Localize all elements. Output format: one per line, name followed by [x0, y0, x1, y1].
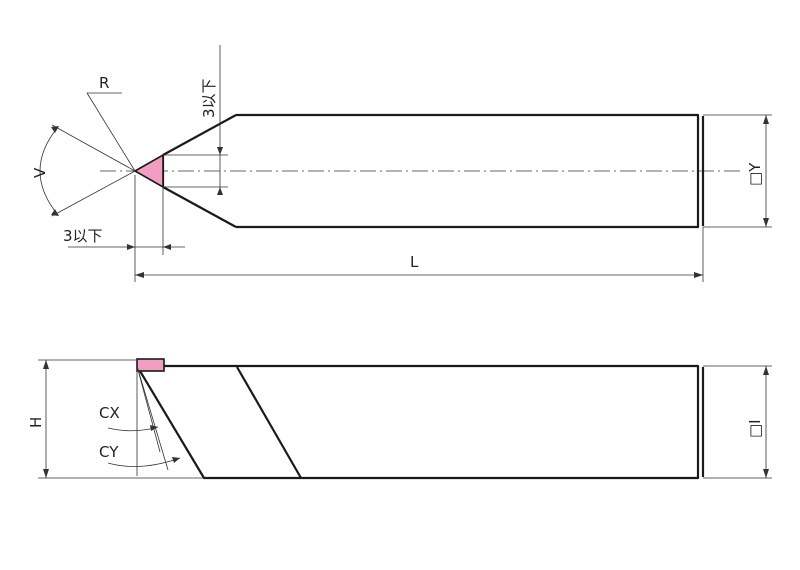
top-tip-insert: [133, 153, 164, 189]
i-dim-arrow-upper: [763, 366, 769, 375]
l-dim-label: L: [410, 253, 419, 271]
v-angle-arc: [39, 126, 59, 216]
cy-angle-arc: [107, 457, 181, 467]
h-dim-arrow-lower: [43, 469, 49, 478]
r-label: R: [99, 74, 109, 92]
top-view: 3以下 R V 3以下 L □Y: [31, 45, 772, 282]
y-dim-label: □Y: [746, 162, 764, 186]
left-dim-label: 3以下: [63, 227, 103, 245]
l-dim-arrow-left: [135, 272, 144, 278]
y-dim-arrow-upper: [763, 115, 769, 124]
r-leader-diagonal: [86, 92, 136, 172]
side-spiral-edge: [236, 366, 302, 479]
cy-label: CY: [99, 443, 119, 461]
left-dim-arrow-a: [127, 244, 135, 250]
v-arc-arrow-upper: [51, 126, 59, 133]
h-dim-arrow-upper: [43, 360, 49, 369]
v-leg-lower: [51, 170, 136, 217]
cx-angle-leg: [136, 365, 161, 453]
top-dim-arrow-upper: [217, 147, 223, 155]
side-view: H CX CY □I: [27, 358, 772, 480]
cy-arrow: [172, 457, 180, 463]
l-dim-arrow-right: [694, 272, 703, 278]
i-dim-arrow-lower: [763, 469, 769, 478]
side-body-outline: [136, 364, 700, 480]
cx-arrow: [150, 425, 158, 431]
i-dim-label: □I: [746, 419, 764, 438]
y-dim-arrow-lower: [763, 218, 769, 227]
h-dim-label: H: [27, 417, 45, 428]
top-chamfer-lower: [162, 186, 237, 228]
top-body-outline: [236, 113, 700, 229]
v-arc-arrow-lower: [51, 209, 59, 216]
cx-label: CX: [99, 404, 120, 422]
top-dim-arrow-lower: [217, 187, 223, 195]
top-dim-label: 3以下: [200, 78, 218, 118]
v-leg-upper: [51, 124, 136, 172]
cy-angle-leg: [136, 365, 169, 471]
side-tip-insert: [136, 358, 165, 372]
top-chamfer-upper: [162, 114, 237, 156]
v-label: V: [31, 167, 49, 178]
left-dim-arrow-b: [163, 244, 171, 250]
